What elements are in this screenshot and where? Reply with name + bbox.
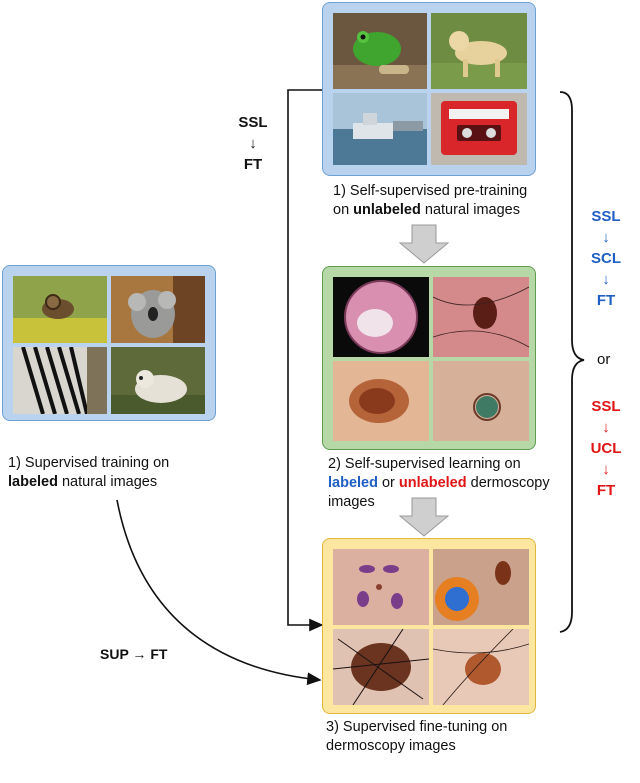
labeled-emphasis: labeled	[8, 474, 58, 490]
sup-ft-label: SUP → FT	[100, 646, 168, 662]
or-label: or	[597, 351, 611, 368]
dermoscopy-ssl-panel	[322, 266, 536, 450]
dermoscopy-finetune-panel	[322, 538, 536, 714]
sup-ft-connector	[116, 499, 322, 686]
dermoscopy-image-3	[333, 361, 429, 441]
ram-image	[13, 276, 107, 343]
step2-caption: 2) Self-supervised learning on labeled o…	[328, 456, 550, 510]
labeled-blue-emphasis: labeled	[328, 475, 378, 491]
right-brace	[559, 91, 585, 633]
dermoscopy-image-6	[433, 549, 529, 625]
dermoscopy-image-1	[333, 277, 429, 357]
down-arrow-2	[398, 497, 450, 537]
dermoscopy-image-8	[433, 629, 529, 705]
frog-image	[333, 13, 427, 89]
step1-caption: 1) Supervised training on labeled natura…	[8, 455, 170, 490]
dog-image	[431, 13, 527, 89]
dermoscopy-image-5	[333, 549, 429, 625]
ssl-pretraining-caption: 1) Self-supervised pre-training on unlab…	[333, 183, 528, 218]
ssl-natural-panel	[322, 2, 536, 176]
ssl-ft-connector	[287, 89, 324, 632]
harbor-image	[333, 93, 427, 165]
zebra-image	[13, 347, 107, 414]
step3-caption: 3) Supervised fine-tuning on dermoscopy …	[326, 719, 508, 754]
dermoscopy-image-7	[333, 629, 429, 705]
koala-image	[111, 276, 205, 343]
cassette-image	[431, 93, 527, 165]
ssl-ft-label: SSL ↓ FT	[238, 114, 268, 173]
unlabeled-red-emphasis: unlabeled	[398, 475, 467, 491]
arctic-fox-image	[111, 347, 205, 414]
dermoscopy-image-4	[433, 361, 529, 441]
dermoscopy-image-2	[433, 277, 529, 357]
down-arrow-1	[398, 224, 450, 264]
unlabeled-emphasis: unlabeled	[353, 202, 421, 218]
supervised-natural-panel	[2, 265, 216, 421]
ssl-scl-ft-chain: SSL ↓ SCL ↓ FT	[591, 208, 621, 309]
ssl-ucl-ft-chain: SSL ↓ UCL ↓ FT	[590, 398, 622, 499]
